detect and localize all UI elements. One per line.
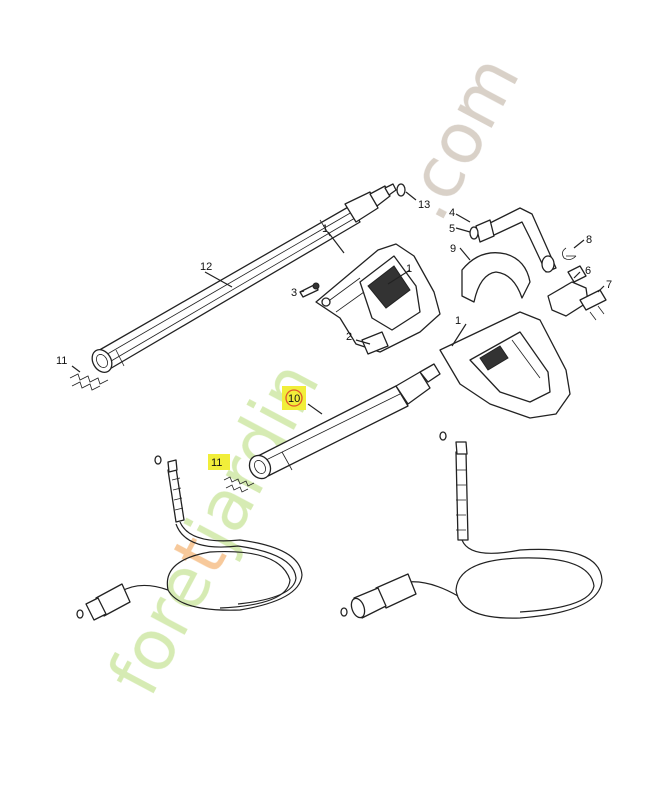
label-7: 7 (606, 279, 612, 291)
label-11-upper: 11 (56, 355, 67, 367)
highlight-11 (208, 454, 230, 470)
part-4-5-pipe (469, 207, 557, 273)
label-8: 8 (586, 234, 592, 246)
label-3: 3 (291, 287, 297, 299)
part-labels: 12 13 11 11 1 1 1 2 3 4 5 6 7 8 9 10 (56, 199, 612, 469)
part-12-lance (91, 183, 397, 373)
part-8-clip (562, 247, 577, 260)
callout-lines (204, 213, 605, 415)
label-2: 2 (346, 331, 352, 343)
label-9: 9 (450, 243, 456, 255)
part-10-short-lance (248, 363, 441, 480)
part-11-spring-lower (223, 476, 255, 493)
watermark-text-b: jardin (169, 349, 335, 564)
part-1-handle-main (439, 311, 571, 419)
label-13: 13 (418, 199, 430, 211)
label-1-right: 1 (455, 315, 461, 327)
part-6-7-trigger (547, 265, 607, 321)
hose-right (340, 431, 603, 619)
part-13-oring (396, 183, 417, 201)
part-3-screw (299, 282, 320, 298)
label-1-mid: 1 (406, 263, 412, 275)
part-9-guard (461, 252, 531, 303)
label-4: 4 (449, 207, 455, 219)
part-2-clip (361, 331, 389, 355)
highlight-10 (282, 386, 306, 410)
hose-left (76, 455, 303, 621)
label-1-top: 1 (322, 223, 328, 235)
label-5: 5 (449, 223, 455, 235)
label-6: 6 (585, 265, 591, 277)
label-12: 12 (200, 261, 212, 273)
part-11-spring-upper (69, 365, 109, 391)
watermark-domain: .com (383, 43, 536, 233)
label-10: 10 (288, 393, 300, 405)
label-11-lower: 11 (211, 457, 222, 469)
